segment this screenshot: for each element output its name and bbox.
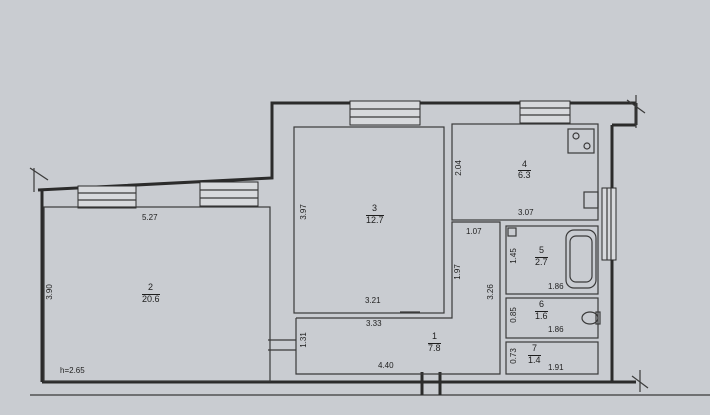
room-4-width-dim: 3.07 [518, 208, 534, 217]
room-7-number: 7 [532, 343, 538, 353]
stove-icon [567, 128, 595, 154]
room-2-area: 20.6 [142, 294, 160, 304]
room-4-height-dim: 2.04 [453, 160, 463, 176]
room-7-area: 1.4 [528, 355, 541, 365]
outer-walls [29, 95, 710, 396]
ceiling-height: h=2.65 [60, 366, 85, 375]
room-4-outline [451, 123, 599, 221]
room-5-number: 5 [539, 245, 545, 255]
corridor-width-dim: 3.33 [366, 319, 382, 328]
washbasin-icon [507, 227, 517, 237]
bathtub-icon [565, 229, 597, 289]
corridor-dim-a: 1.07 [466, 227, 482, 236]
sink-icon [583, 191, 599, 209]
corridor-dim-c: 3.26 [485, 284, 495, 300]
room-5-height-dim: 1.45 [508, 248, 518, 264]
room-2-outline [43, 206, 271, 382]
room-7-outline [505, 341, 599, 375]
room-1-number: 1 [432, 331, 438, 341]
toilet-icon [581, 311, 599, 325]
inner-walls [43, 123, 599, 382]
room-4-number: 4 [522, 159, 528, 169]
room-1-outline [295, 221, 501, 375]
room-7-height-dim: 0.73 [508, 348, 518, 364]
room-7-width-dim: 1.91 [548, 363, 564, 372]
corridor-dim-d: 1.31 [298, 332, 308, 348]
room-2-height-dim: 3.90 [44, 284, 54, 300]
room-5-outline [505, 225, 599, 295]
room-3-width-dim: 3.21 [365, 296, 381, 305]
room-3-number: 3 [372, 203, 378, 213]
room-3-outline [293, 126, 445, 314]
room-4-area: 6.3 [518, 170, 531, 180]
corridor-dim-b: 1.97 [452, 264, 462, 280]
room-3-height-dim: 3.97 [298, 204, 308, 220]
room-6-width-dim: 1.86 [548, 325, 564, 334]
fixtures [507, 128, 601, 325]
room-2-width-dim: 5.27 [142, 213, 158, 222]
room-5-area: 2.7 [535, 257, 548, 267]
room-3-area: 12.7 [366, 215, 384, 225]
room-1-area: 7.8 [428, 343, 441, 353]
room-2-number: 2 [148, 282, 154, 292]
windows [77, 100, 617, 395]
room-6-height-dim: 0.85 [508, 307, 518, 323]
room-5-width-dim: 1.86 [548, 282, 564, 291]
corridor-length-dim: 4.40 [378, 361, 394, 370]
room-6-number: 6 [539, 299, 545, 309]
room-6-area: 1.6 [535, 311, 548, 321]
